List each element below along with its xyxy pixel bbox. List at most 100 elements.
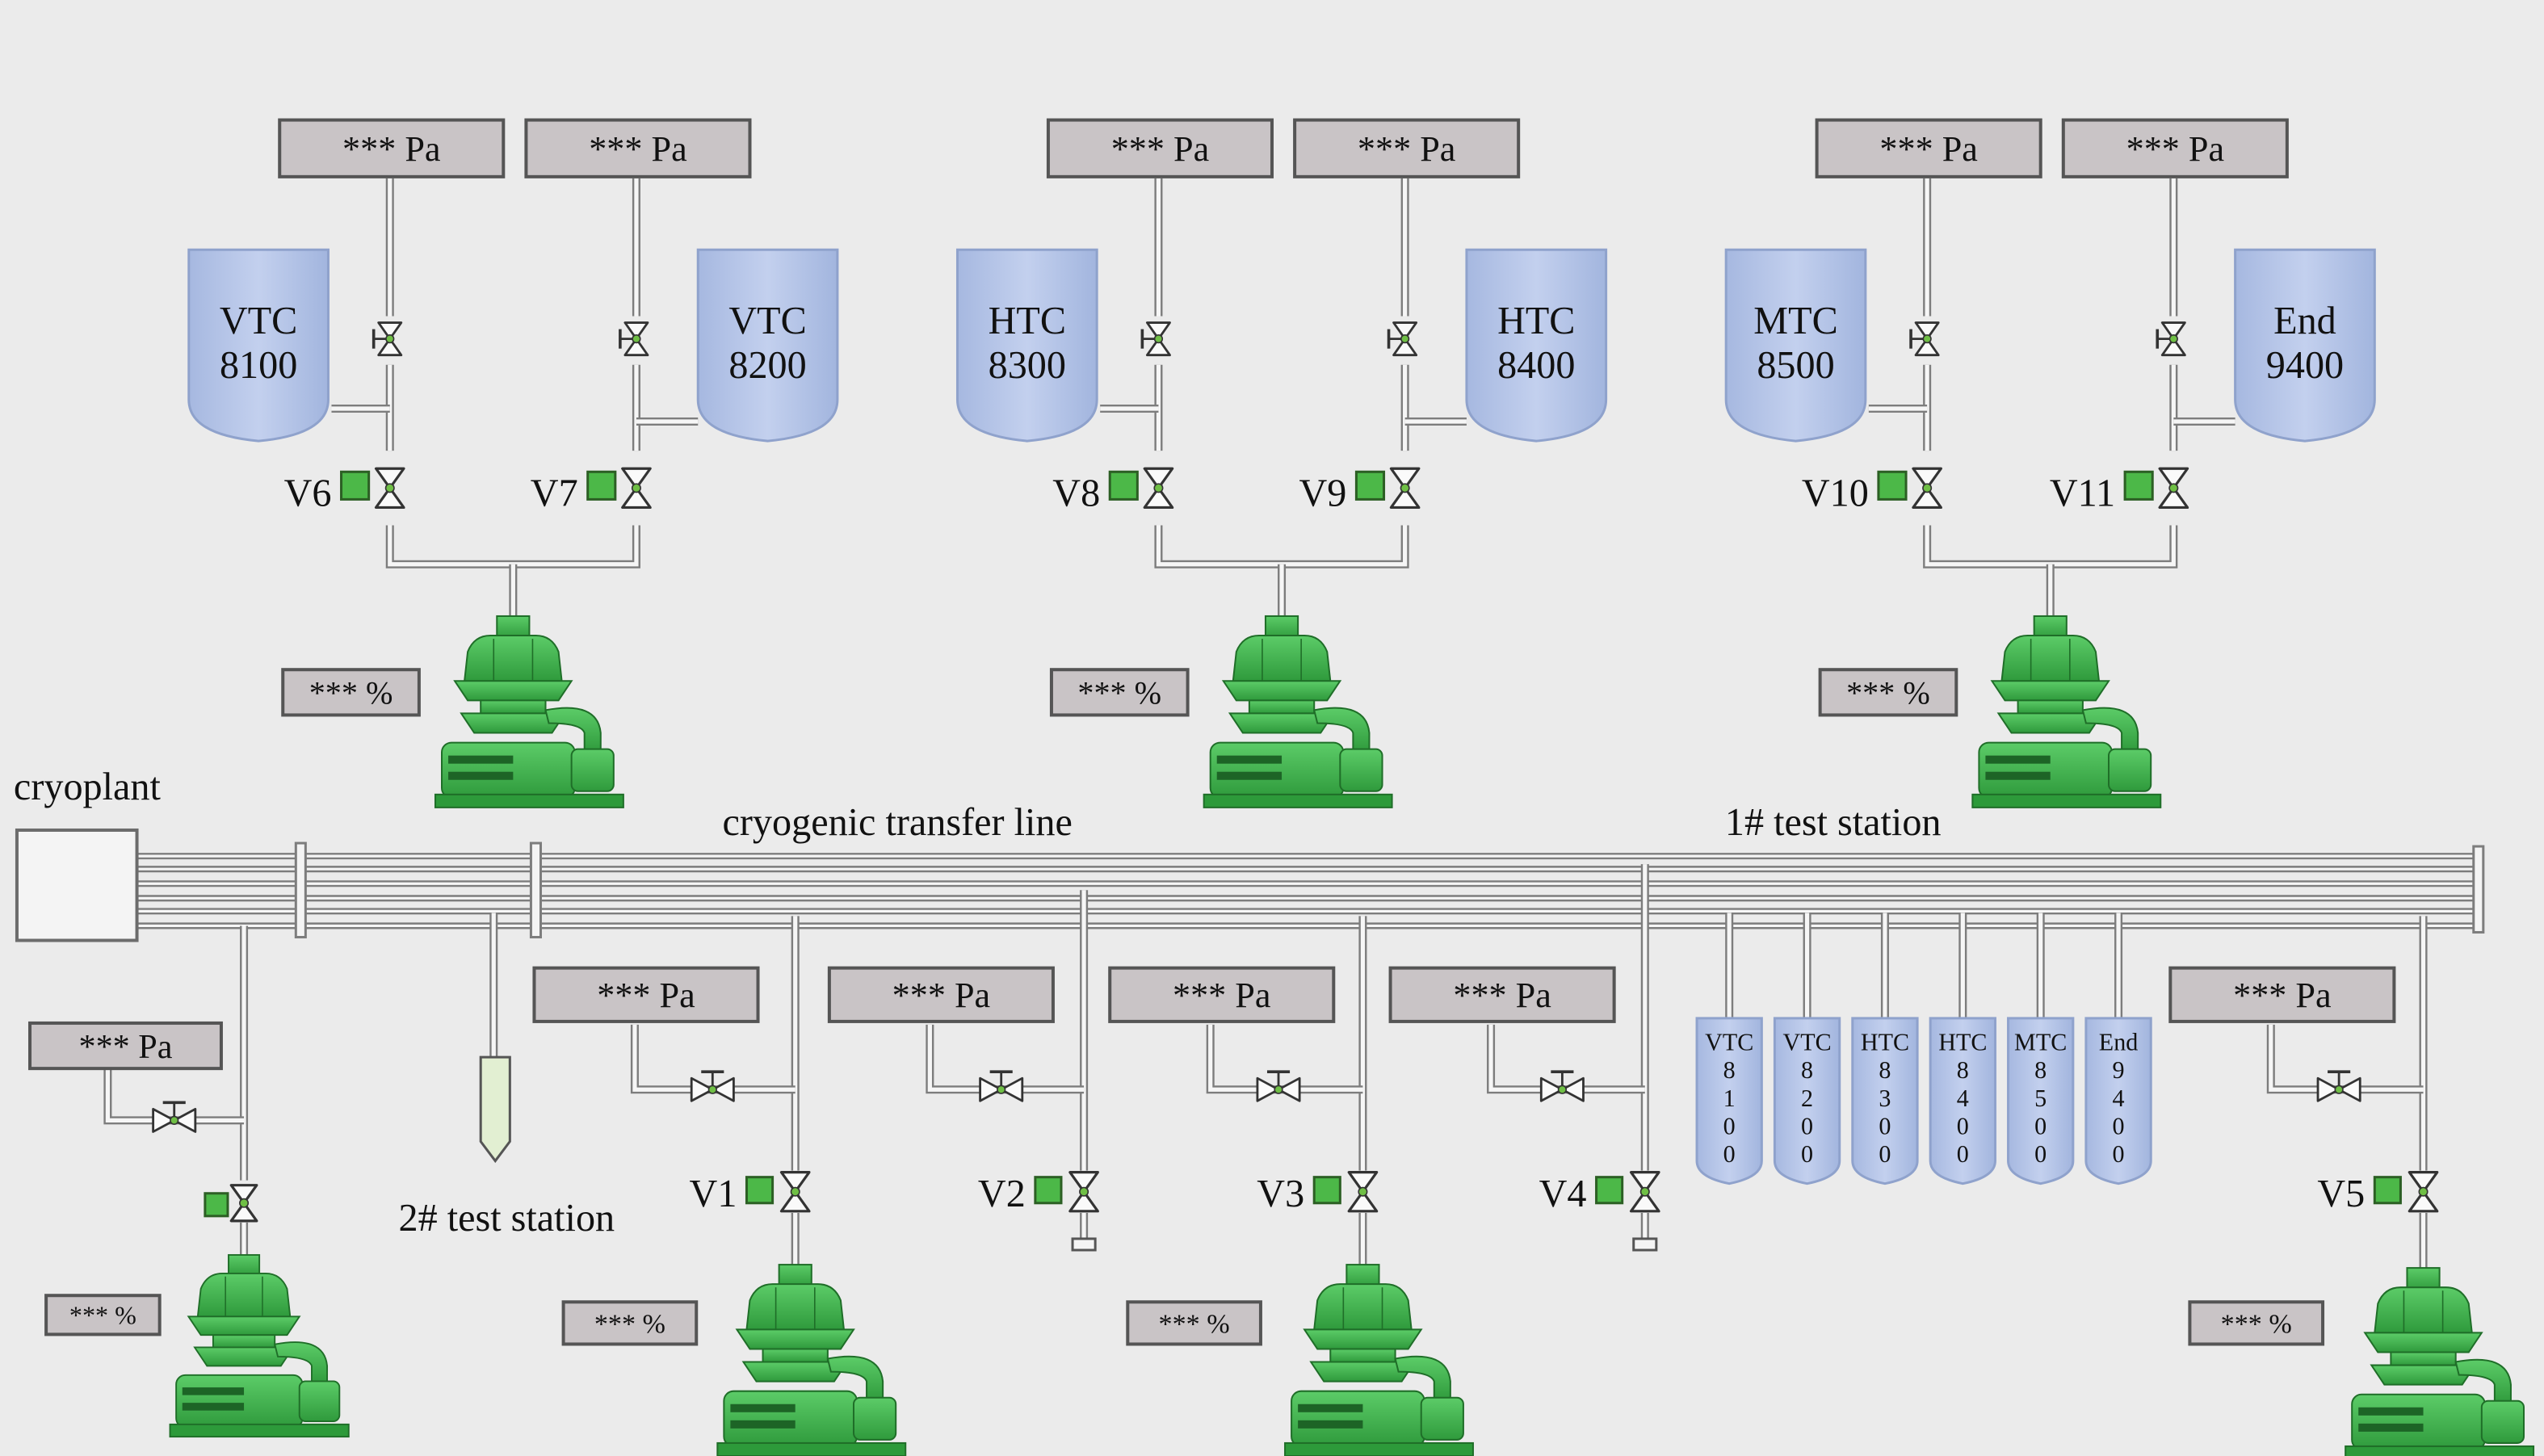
valve-status-indicator[interactable] xyxy=(2123,470,2154,501)
hand-valve[interactable] xyxy=(979,1070,1024,1102)
manifold xyxy=(385,525,640,569)
test-station-tank-label: 8 xyxy=(2034,1056,2047,1084)
pressure-display-value: *** Pa xyxy=(342,129,440,169)
hand-valve[interactable] xyxy=(152,1101,197,1133)
pump-unit[interactable] xyxy=(716,1264,907,1456)
valve-status-indicator[interactable] xyxy=(745,1176,775,1205)
pressure-display-value: *** Pa xyxy=(892,976,990,1015)
hand-valve[interactable] xyxy=(1256,1070,1301,1102)
valve-label: V11 xyxy=(2050,472,2115,514)
test-station-tank-label: 8 xyxy=(1723,1056,1736,1084)
test-station-tank-label: 2 xyxy=(1801,1085,1813,1112)
valve-label: V1 xyxy=(690,1173,737,1215)
test-station-tank-label: VTC xyxy=(1705,1029,1753,1056)
pressure-display-value: *** Pa xyxy=(1879,129,1977,169)
valve-status-indicator[interactable] xyxy=(2373,1176,2402,1205)
test-station-tank-label: MTC xyxy=(2014,1029,2067,1056)
hand-valve[interactable] xyxy=(372,321,403,357)
test-station-tank-label: 1 xyxy=(1723,1085,1736,1112)
valve-status-indicator[interactable] xyxy=(586,470,617,501)
tank-label: HTC xyxy=(989,300,1066,342)
test-station-tank-label: 0 xyxy=(1801,1140,1813,1168)
tank-label: 8500 xyxy=(1757,344,1834,387)
valve-label: V2 xyxy=(978,1173,1026,1215)
gauge-line xyxy=(103,1068,245,1125)
valve-V4[interactable] xyxy=(1629,1171,1660,1213)
valve-status-indicator[interactable] xyxy=(1108,470,1139,501)
valve-status-indicator[interactable] xyxy=(1354,470,1386,501)
valve-label: V5 xyxy=(2317,1173,2365,1215)
hand-valve[interactable] xyxy=(1909,321,1940,357)
test-station-tank-label: 0 xyxy=(2034,1140,2047,1168)
valve-V7[interactable] xyxy=(621,467,652,510)
pressure-display-value: *** Pa xyxy=(1358,129,1455,169)
pump-unit[interactable] xyxy=(169,1254,350,1438)
test-station-tank-label: 4 xyxy=(2113,1085,2125,1112)
test-station-tank-label: 0 xyxy=(2113,1140,2125,1168)
valve-V10[interactable] xyxy=(1912,467,1942,510)
transfer-line-label: cryogenic transfer line xyxy=(723,801,1073,844)
test-station-tank-label: 8 xyxy=(1957,1056,1969,1084)
pump-unit[interactable] xyxy=(1971,615,2162,808)
test-station-tank-label: VTC xyxy=(1782,1029,1831,1056)
speed-display-value: *** % xyxy=(1077,674,1161,711)
tank-label: 8400 xyxy=(1497,344,1575,387)
valve-V3[interactable] xyxy=(1347,1171,1379,1213)
pump-unit[interactable] xyxy=(1284,1264,1474,1456)
valve-V9[interactable] xyxy=(1389,467,1421,510)
hand-valve[interactable] xyxy=(1140,321,1171,357)
test-station-tank-label: 9 xyxy=(2113,1056,2125,1084)
tank-label: 8200 xyxy=(728,344,806,387)
valve-V2[interactable] xyxy=(1068,1171,1099,1213)
test-station-tank-label: 0 xyxy=(1723,1112,1736,1139)
test-station-tank-label: 0 xyxy=(1957,1112,1969,1139)
pump-unit[interactable] xyxy=(1203,615,1393,808)
valve-status-indicator[interactable] xyxy=(1877,470,1908,501)
hand-valve[interactable] xyxy=(1539,1070,1585,1102)
speed-display: *** % xyxy=(281,668,421,717)
valve-V6[interactable] xyxy=(374,467,405,510)
valve-status-indicator[interactable] xyxy=(1595,1176,1624,1205)
tank-label: MTC xyxy=(1753,300,1837,342)
valve-label: V4 xyxy=(1539,1173,1587,1215)
valve-status-indicator[interactable] xyxy=(204,1192,229,1218)
hand-valve[interactable] xyxy=(619,321,649,357)
pipe-end-cap xyxy=(1071,1237,1097,1252)
pressure-display-value: *** Pa xyxy=(1111,129,1209,169)
pressure-display: *** Pa xyxy=(524,118,752,178)
valve-status-indicator[interactable] xyxy=(1034,1176,1063,1205)
valve-label: V10 xyxy=(1802,472,1869,514)
tank-label: 8100 xyxy=(220,344,297,387)
tank-label: VTC xyxy=(220,300,297,342)
valve-label: V8 xyxy=(1052,472,1100,514)
pipe-end-cap xyxy=(1632,1237,1658,1252)
test-station-tank-label: 0 xyxy=(2034,1112,2047,1139)
valve-status-indicator[interactable] xyxy=(340,470,371,501)
valve-status-indicator[interactable] xyxy=(1312,1176,1341,1205)
pump-unit[interactable] xyxy=(2345,1267,2535,1456)
pipe-junction xyxy=(529,841,542,939)
pressure-display: *** Pa xyxy=(1388,966,1616,1023)
valve-V1[interactable] xyxy=(779,1171,811,1213)
hand-valve[interactable] xyxy=(2316,1070,2361,1102)
pump-unit[interactable] xyxy=(434,615,624,808)
gauge-line xyxy=(630,1024,796,1094)
valve-V5[interactable] xyxy=(2408,1171,2439,1213)
test-station-tank-label: End xyxy=(2099,1029,2139,1056)
gauge-line xyxy=(926,1024,1085,1094)
pressure-display: *** Pa xyxy=(2168,966,2396,1023)
valve-V8[interactable] xyxy=(1143,467,1174,510)
test-station-tank-label: 0 xyxy=(1957,1140,1969,1168)
valve-unlabeled[interactable] xyxy=(229,1184,258,1223)
hand-valve[interactable] xyxy=(690,1070,735,1102)
valve-V11[interactable] xyxy=(2158,467,2189,510)
hand-valve[interactable] xyxy=(1387,321,1418,357)
hand-valve[interactable] xyxy=(2156,321,2186,357)
tank-label: VTC xyxy=(728,300,806,342)
